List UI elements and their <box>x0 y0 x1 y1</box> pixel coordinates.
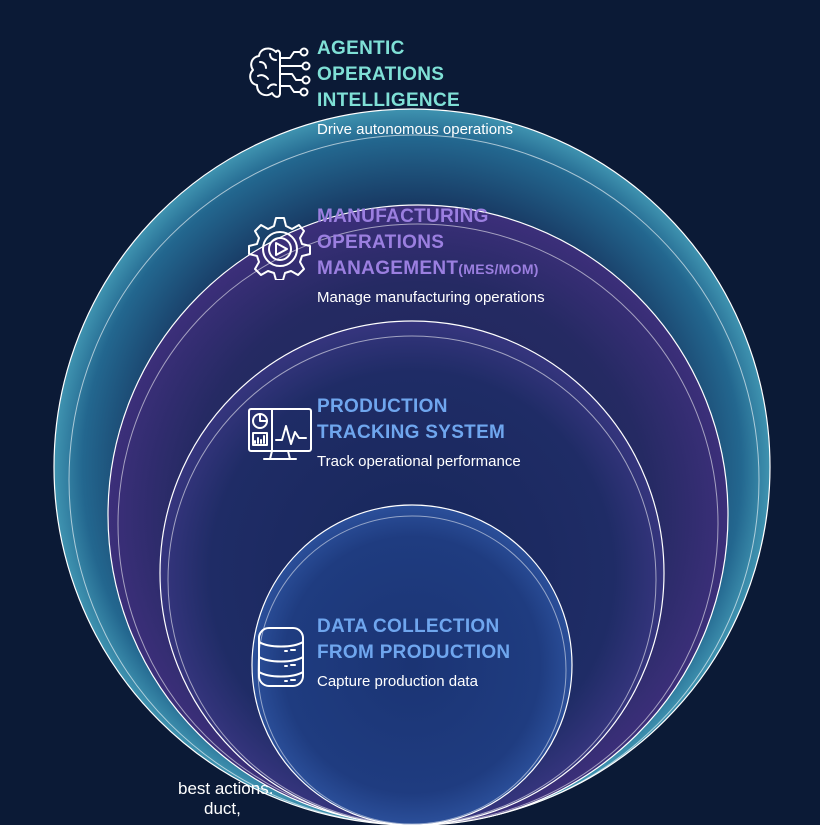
brain-circuit-icon <box>249 47 311 98</box>
agentic-subtitle: Drive autonomous operations <box>317 121 513 138</box>
data-title: DATA COLLECTION FROM PRODUCTION <box>317 616 511 663</box>
layer-manufacturing-operations-management: MANUFACTURING OPERATIONS MANAGEMENT(MES/… <box>317 204 545 308</box>
layer-agentic: AGENTIC OPERATIONS INTELLIGENCE Drive au… <box>317 36 513 140</box>
data-subtitle: Capture production data <box>317 673 478 690</box>
agentic-title: AGENTIC OPERATIONS INTELLIGENCE <box>317 38 460 111</box>
mom-title: MANUFACTURING OPERATIONS MANAGEMENT(MES/… <box>317 206 539 279</box>
mom-subtitle: Manage manufacturing operations <box>317 289 545 306</box>
bleed-text-line-1: best actions. <box>178 779 274 798</box>
pts-subtitle: Track operational performance <box>317 453 521 470</box>
gear-play-icon <box>248 217 311 280</box>
pts-title: PRODUCTION TRACKING SYSTEM <box>317 396 506 443</box>
ring-agentic-inner-edge <box>68 134 760 825</box>
bleed-text-line-2: duct, <box>204 799 241 818</box>
ring-data-collection <box>251 504 573 825</box>
layer-production-tracking-system: PRODUCTION TRACKING SYSTEM Track operati… <box>317 394 521 472</box>
database-icon <box>258 627 304 687</box>
monitor-dashboard-icon <box>248 408 312 460</box>
layer-data-collection: DATA COLLECTION FROM PRODUCTION Capture … <box>317 614 510 692</box>
